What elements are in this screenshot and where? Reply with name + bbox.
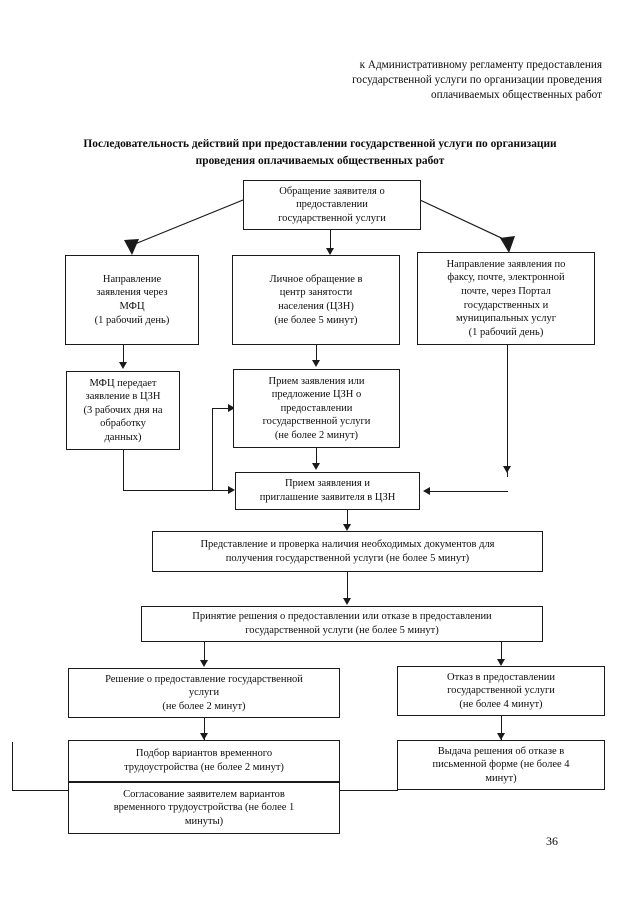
- node-mfc-submit[interactable]: Направление заявления через МФЦ (1 рабоч…: [65, 255, 199, 345]
- node-decision-grant[interactable]: Решение о предоставление государственной…: [68, 668, 340, 718]
- arrow-transfer-to-invite: [228, 486, 235, 494]
- page-number: 36: [546, 834, 558, 848]
- node-documents-check[interactable]: Представление и проверка наличия необход…: [152, 531, 543, 572]
- connector-mfc-to-transfer: [123, 345, 125, 364]
- arrow-accept-to-invite: [312, 463, 320, 470]
- node-decision-refuse[interactable]: Отказ в предоставлении государственной у…: [397, 666, 605, 716]
- arrow-refuse-to-issue: [497, 733, 505, 740]
- connector-transfer-right: [123, 490, 233, 492]
- connector-invite-up-to-accept: [212, 408, 234, 410]
- connector-transfer-down: [123, 450, 125, 491]
- node-decision[interactable]: Принятие решения о предоставлении или от…: [141, 606, 543, 642]
- connector-start-to-remote: [419, 199, 515, 253]
- connector-remote-left: [430, 491, 508, 493]
- appendix-header: к Административному регламенту предостав…: [352, 59, 602, 102]
- arrow-visit-to-accept: [312, 360, 320, 367]
- connector-grant-to-options: [204, 718, 206, 740]
- connector-remote-down: [507, 345, 509, 477]
- arrow-remote-down: [503, 466, 511, 473]
- node-job-agreement[interactable]: Согласование заявителем вариантов времен…: [68, 782, 340, 834]
- connector-decision-right-branch: [501, 640, 503, 664]
- connector-docs-to-decision: [347, 572, 349, 602]
- node-job-options[interactable]: Подбор вариантов временного трудоустройс…: [68, 740, 340, 782]
- node-refusal-issue[interactable]: Выдача решения об отказе в письменной фо…: [397, 740, 605, 790]
- connector-invite-to-docs: [347, 510, 349, 528]
- connector-start-to-mfc: [124, 199, 244, 255]
- arrow-grant-to-options: [200, 733, 208, 740]
- node-start[interactable]: Обращение заявителя о предоставлении гос…: [243, 180, 421, 230]
- arrow-remote-to-invite: [423, 487, 430, 495]
- arrow-docs-to-decision: [343, 598, 351, 605]
- arrow-start-to-middle: [326, 248, 334, 255]
- connector-decision-left-branch: [204, 640, 206, 664]
- node-accept-and-invite[interactable]: Прием заявления и приглашение заявителя …: [235, 472, 420, 510]
- connector-visit-to-accept: [316, 345, 318, 362]
- node-personal-visit[interactable]: Личное обращение в центр занятости насел…: [232, 255, 400, 345]
- arrow-decision-to-grant: [200, 660, 208, 667]
- node-mfc-transfer[interactable]: МФЦ передает заявление в ЦЗН (3 рабочих …: [66, 371, 180, 450]
- arrow-invite-to-docs: [343, 524, 351, 531]
- connector-refuse-to-issue: [501, 716, 503, 740]
- arrow-mfc-to-transfer: [119, 362, 127, 369]
- node-remote-submit[interactable]: Направление заявления по факсу, почте, э…: [417, 252, 595, 345]
- arrow-decision-to-refuse: [497, 659, 505, 666]
- arrow-feedback-to-accept: [228, 404, 235, 412]
- page-title: Последовательность действий при предоста…: [83, 138, 557, 167]
- node-accept-or-offer[interactable]: Прием заявления или предложение ЦЗН о пр…: [233, 369, 400, 448]
- connector-start-to-middle: [330, 230, 332, 254]
- connector-accept-to-invite: [316, 448, 318, 465]
- connector-invite-up-stem: [212, 408, 214, 490]
- connector-left-margin-rail: [12, 742, 14, 791]
